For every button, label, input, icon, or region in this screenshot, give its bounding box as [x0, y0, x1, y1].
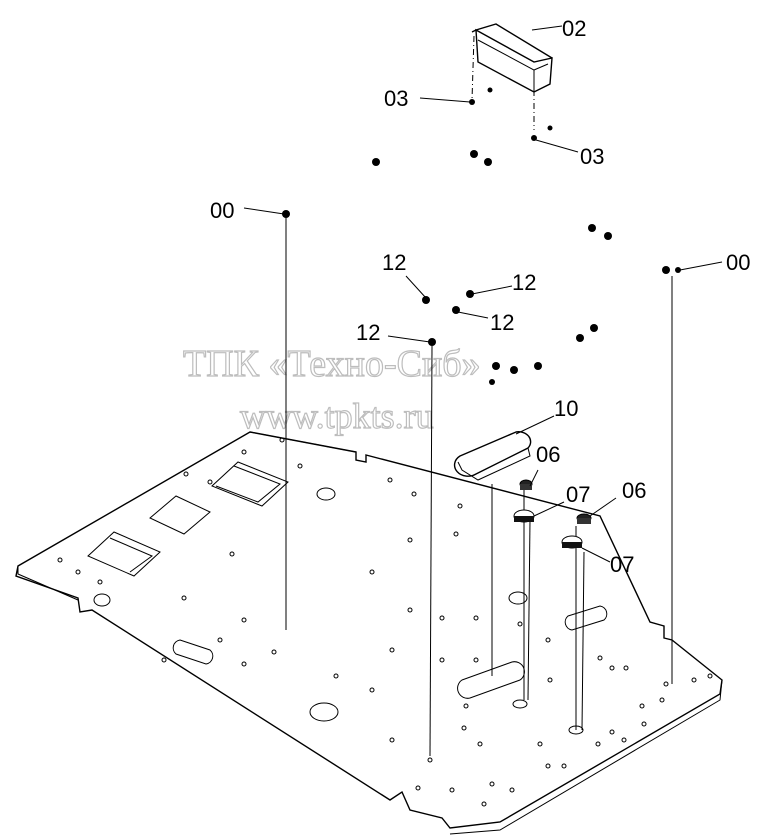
plate-slots	[93, 487, 608, 735]
callout-00-right: 00	[726, 250, 750, 275]
grommet-06-right	[576, 513, 592, 524]
callout-12-top: 12	[382, 250, 406, 275]
screws	[282, 87, 681, 385]
callout-07-upper: 07	[566, 482, 590, 507]
callout-12-right-lower: 12	[490, 310, 514, 335]
plate-cutouts	[87, 461, 289, 577]
callout-12-right-upper: 12	[512, 270, 536, 295]
grommet-07-left	[513, 509, 535, 523]
callout-03-lower: 03	[580, 144, 604, 169]
callout-06-left: 06	[536, 442, 560, 467]
callout-06-right: 06	[622, 478, 646, 503]
leader-rods	[285, 216, 673, 757]
floor-plate	[15, 431, 723, 835]
watermark-url: www.tpkts.ru	[240, 396, 434, 436]
callout-12-left: 12	[356, 320, 380, 345]
grommet-07-right	[561, 535, 583, 549]
callout-03-upper: 03	[384, 86, 408, 111]
callout-leaders	[243, 25, 723, 563]
plate-holes	[57, 437, 713, 807]
box-part-02	[471, 23, 553, 130]
callout-02: 02	[562, 16, 586, 41]
callout-07-lower: 07	[610, 552, 634, 577]
watermark-company: ТПК «Техно-Сиб»	[183, 343, 481, 385]
pad-part-10	[453, 431, 532, 481]
callout-10: 10	[554, 396, 578, 421]
grommet-06-left	[519, 479, 533, 490]
callout-00-left: 00	[210, 198, 234, 223]
